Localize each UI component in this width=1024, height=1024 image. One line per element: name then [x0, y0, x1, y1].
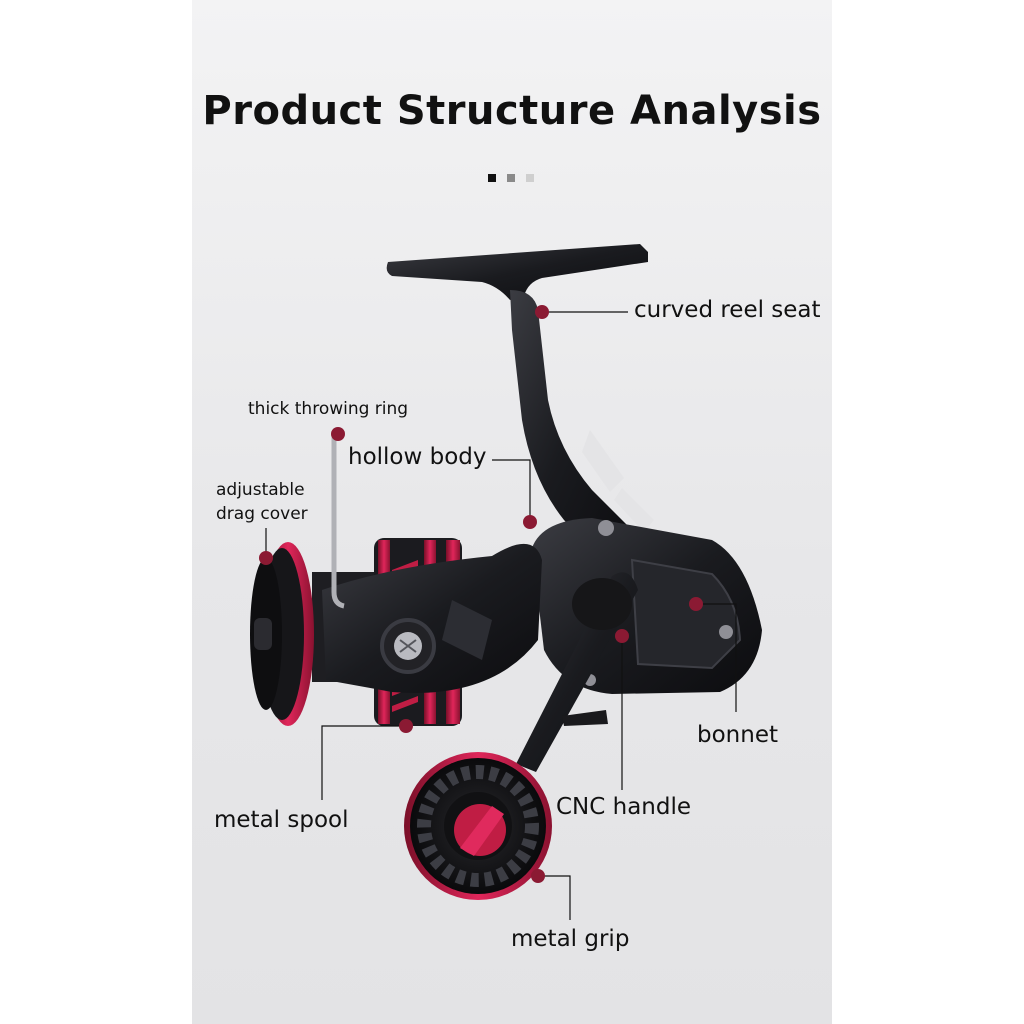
- label-adjustable-drag-cover: adjustable drag cover: [216, 478, 326, 526]
- dot-hollow-body: [523, 515, 537, 529]
- dot-bonnet: [689, 597, 703, 611]
- label-bonnet: bonnet: [697, 722, 778, 748]
- rotor: [322, 543, 542, 693]
- dot-metal-grip: [531, 869, 545, 883]
- reel-seat: [386, 244, 654, 566]
- drag-cover: [250, 542, 314, 726]
- line-bonnet: [696, 603, 737, 712]
- page-dot-3[interactable]: [526, 174, 534, 182]
- label-metal-spool: metal spool: [214, 807, 349, 833]
- page-dot-2[interactable]: [507, 174, 515, 182]
- label-hollow-body: hollow body: [348, 444, 487, 470]
- label-drag-line-1: adjustable: [216, 480, 305, 500]
- metal-grip: [404, 752, 552, 900]
- page-dot-1[interactable]: [488, 174, 496, 182]
- dot-reel-seat: [535, 305, 549, 319]
- line-metal-grip: [538, 875, 571, 920]
- dot-drag-cover: [259, 551, 273, 565]
- label-curved-reel-seat: curved reel seat: [634, 297, 821, 323]
- label-thick-throwing-ring: thick throwing ring: [248, 399, 409, 419]
- callout-lines: [265, 311, 737, 920]
- page-title: Product Structure Analysis: [202, 88, 822, 134]
- callout-dots: [259, 305, 703, 883]
- product-panel: Product Structure Analysis: [192, 0, 832, 1024]
- page-indicator: [488, 174, 538, 182]
- cnc-handle: [516, 572, 638, 772]
- dot-cnc-handle: [615, 629, 629, 643]
- label-cnc-handle: CNC handle: [556, 794, 692, 820]
- fishing-reel-illustration: [250, 244, 762, 920]
- line-metal-spool: [321, 725, 406, 800]
- line-hollow-body: [492, 459, 531, 520]
- label-metal-grip: metal grip: [511, 926, 630, 952]
- dot-metal-spool: [399, 719, 413, 733]
- bail-wire: [331, 436, 345, 609]
- dot-throw-ring: [331, 427, 345, 441]
- label-drag-line-2: drag cover: [216, 504, 308, 524]
